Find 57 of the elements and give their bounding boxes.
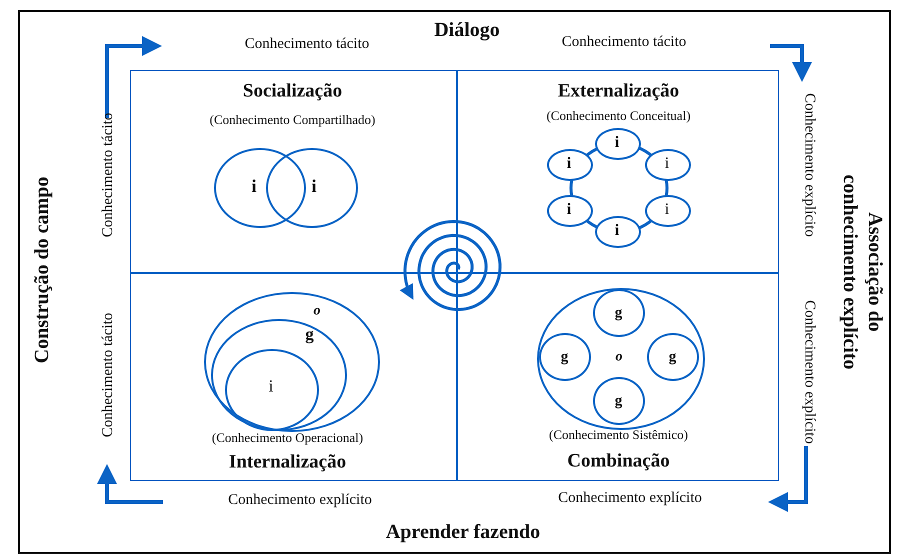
axis-label: Conhecimento tácito (562, 34, 686, 50)
circle-shape (546, 148, 592, 180)
circle-shape (536, 288, 704, 430)
circle-letter: o (314, 303, 320, 319)
quadrant-title: Internalização (228, 452, 346, 473)
axis-label: Conhecimento tácito (100, 312, 116, 438)
circle-letter: i (664, 155, 670, 173)
quadrant-subtitle: (Conhecimento Sistêmico) (549, 427, 688, 442)
circle-shape (214, 148, 306, 228)
axis-title: Aprender fazendo (386, 521, 540, 543)
circle-letter: i (566, 201, 572, 219)
circle-letter: i (252, 177, 256, 197)
quadrant-panel (130, 273, 457, 481)
circle-shape (539, 333, 591, 381)
axis-title: Associação do conhecimento explícito (838, 174, 887, 372)
circle-shape (593, 377, 645, 425)
quadrant-title: Socialização (242, 81, 342, 102)
circle-letter: g (614, 392, 622, 409)
circle-shape (546, 194, 592, 226)
circle-letter: i (268, 378, 274, 396)
quadrant-subtitle: (Conhecimento Conceitual) (546, 108, 691, 123)
circle-letter: i (312, 177, 316, 197)
quadrant-panel (457, 273, 779, 481)
axis-label: Conhecimento explícito (800, 93, 818, 237)
circle-letter: i (664, 201, 670, 219)
circle-letter: g (614, 304, 622, 321)
circle-letter: o (616, 349, 622, 365)
quadrant-subtitle: (Conhecimento Compartilhado) (210, 112, 376, 127)
circle-shape (266, 148, 358, 228)
circle-shape (594, 128, 640, 160)
circle-letter: i (614, 134, 620, 152)
axis-title: Diálogo (434, 19, 500, 41)
circle-letter: i (566, 155, 572, 173)
circle-letter: g (305, 325, 314, 344)
circle-letter: i (614, 222, 620, 240)
quadrant-subtitle: (Conhecimento Operacional) (212, 430, 364, 445)
circle-letter: g (560, 348, 568, 365)
circle-shape (211, 319, 347, 431)
quadrant-title: Externalização (558, 81, 680, 102)
axis-label: Conhecimento tácito (244, 36, 370, 52)
axis-label: Conhecimento explícito (558, 490, 702, 506)
quadrant-panel (130, 70, 457, 273)
circle-shape (647, 333, 699, 381)
quadrant-panel (457, 70, 779, 273)
circle-shape (204, 292, 380, 432)
circle-shape (644, 148, 690, 180)
circle-letter: g (668, 348, 676, 365)
axis-label: Conhecimento tácito (100, 112, 116, 238)
spiral-arrow (400, 220, 502, 311)
circle-shape (224, 348, 318, 430)
axis-label: Conhecimento explícito (228, 492, 372, 508)
quadrant-title: Combinação (567, 451, 670, 472)
circle-shape (593, 289, 645, 337)
circle-shape (644, 194, 690, 226)
axis-title: Construção do campo (31, 176, 53, 364)
axis-label: Conhecimento explícito (800, 300, 818, 444)
circle-shape (594, 216, 640, 248)
